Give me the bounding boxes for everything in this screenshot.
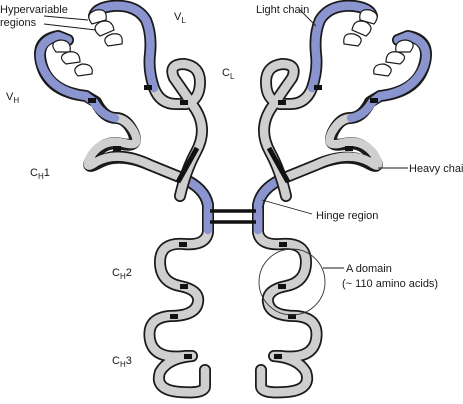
knot-ch1-right (345, 146, 353, 151)
knot-vh-right (370, 98, 378, 103)
light-chain-label: Light chain (256, 4, 309, 16)
left-heavy-chain (34, 30, 214, 399)
vl-label-left: VL (174, 11, 186, 25)
hinge-region-label: Hinge region (316, 210, 378, 222)
knot-ch3b-left (184, 354, 192, 359)
heavy-chain-label: Heavy chain (409, 163, 463, 175)
hypervariable-label-line2: regions (0, 17, 37, 29)
hypervariable-loop (94, 20, 115, 37)
hypervariable-loops-left (52, 9, 123, 77)
hypervariable-leader (43, 15, 89, 21)
hypervariable-loop (395, 39, 414, 53)
knot-ch1-left (113, 146, 121, 151)
hypervariable-loop (60, 51, 81, 65)
knot-ch3a-right (288, 314, 296, 319)
left-interchain-bond (175, 146, 200, 184)
knot-ch2b-left (180, 284, 188, 289)
hypervariable-loop (373, 63, 392, 77)
domain-label-line2: (~ 110 amino acids) (342, 278, 438, 290)
ch1-label: CH1 (30, 167, 50, 181)
hypervariable-loop (385, 51, 406, 65)
disulfide-bonds (88, 85, 378, 359)
hypervariable-loop (343, 33, 362, 47)
knot-vl-left (144, 85, 152, 90)
knot-ch2b-right (278, 284, 286, 289)
hinge-leader (261, 199, 313, 215)
knot-cl-right (278, 100, 286, 105)
vh-label-left: VH (6, 91, 19, 105)
right-interchain-bond (266, 146, 291, 184)
knot-vl-right (314, 85, 322, 90)
light-chain-leader (299, 9, 317, 27)
hypervariable-loop (52, 39, 71, 53)
knot-vh-left (88, 98, 96, 103)
hypervariable-loop (351, 20, 372, 37)
cl-label: CL (222, 67, 235, 81)
hypervariable-leader (43, 23, 97, 31)
knot-ch2a-left (179, 242, 187, 247)
hypervariable-loop (104, 33, 123, 47)
knot-ch2a-right (279, 242, 287, 247)
ch2-label: CH2 (112, 267, 132, 281)
hypervariable-loops-right (343, 9, 414, 77)
leader-lines (43, 9, 408, 269)
hypervariable-loop (359, 9, 378, 25)
knot-ch3a-left (170, 314, 178, 319)
labels: Hypervariable regions VL VH Light chain … (0, 4, 463, 369)
domain-highlight-circle (258, 248, 326, 316)
hypervariable-label-line1: Hypervariable (0, 4, 68, 16)
hypervariable-loop (88, 9, 107, 25)
hypervariable-loop (74, 63, 93, 77)
knot-ch3b-right (274, 354, 282, 359)
domain-label-line1: A domain (346, 263, 392, 275)
knot-cl-left (180, 100, 188, 105)
right-heavy-chain (252, 30, 432, 399)
ch3-label: CH3 (112, 355, 132, 369)
